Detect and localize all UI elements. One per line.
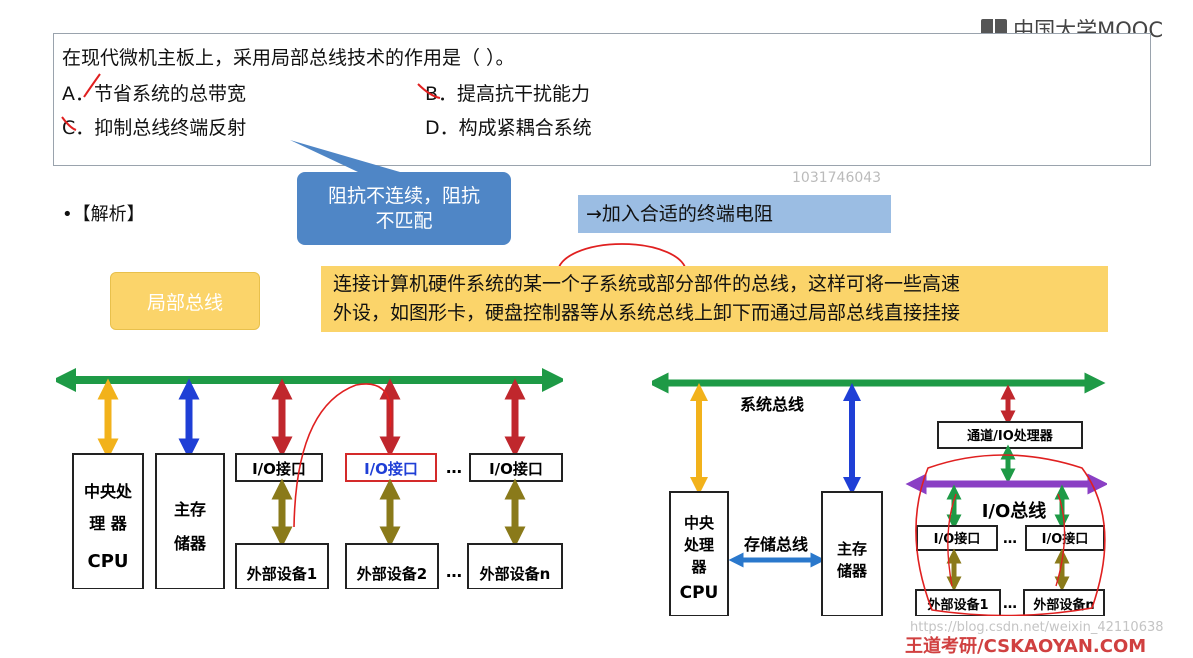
term-tag: 局部总线 (110, 272, 260, 330)
device-label-1: 外部设备1 (246, 565, 317, 583)
local-bus-diagram: 中央处 理 器 CPU 主存 储器 I/O接口 I/O接口 … I/O接口 外部… (52, 367, 566, 590)
io-interface-label-3: I/O接口 (489, 460, 543, 478)
handwritten-path (293, 383, 392, 528)
analysis-label: •【解析】 (62, 204, 145, 225)
ellipsis-io: … (446, 458, 462, 477)
option-b: B．提高抗干扰能力 (425, 83, 591, 105)
storage-bus-label: 存储总线 (744, 535, 808, 554)
channel-bus-diagram: 系统总线 通道/IO处理器 I/O总线 中央 处理 器 CPU 存储总线 主存 … (647, 372, 1109, 617)
cpu-right-label-4: CPU (680, 583, 719, 603)
watermark-brand: 王道考研/CSKAOYAN.COM (905, 636, 1147, 657)
device-right-label-1: 外部设备1 (926, 597, 988, 613)
device-box-2 (345, 543, 439, 590)
cpu-right-label-3: 器 (690, 558, 707, 576)
memory-box (155, 453, 225, 590)
io-interface-label-2: I/O接口 (364, 460, 418, 478)
highlight-circle-io-subsystem (915, 454, 1106, 617)
memory-label-2: 储器 (173, 534, 207, 553)
cpu-box-right (669, 491, 729, 617)
io-interface-box-1 (235, 453, 323, 482)
system-bus-label: 系统总线 (740, 395, 804, 414)
cpu-label-1: 中央处 (84, 482, 133, 501)
handwritten-strokes-right (947, 493, 1066, 587)
option-d: D．构成紧耦合系统 (425, 117, 592, 139)
cpu-label-3: CPU (87, 551, 128, 572)
watermark-url: https://blog.csdn.net/weixin_42110638 (910, 620, 1164, 635)
question-stem: 在现代微机主板上，采用局部总线技术的作用是（ ）。 (62, 47, 515, 69)
callout-line1: 阻抗不连续，阻抗 (327, 184, 480, 207)
question-box (53, 33, 1151, 166)
local-bus-diagram-svg: 中央处 理 器 CPU 主存 储器 I/O接口 I/O接口 … I/O接口 外部… (52, 368, 566, 590)
io-interface-label-1: I/O接口 (252, 460, 306, 478)
channel-label: 通道/IO处理器 (967, 428, 1054, 444)
callout-bubble: 阻抗不连续，阻抗 不匹配 (297, 172, 511, 245)
check-mark-a (83, 73, 101, 98)
device-label-3: 外部设备n (479, 565, 551, 583)
watermark-id: 1031746043 (792, 170, 882, 186)
ellipsis-device: … (446, 562, 462, 581)
cpu-box (72, 453, 144, 590)
option-a: A．节省系统的总带宽 (62, 83, 246, 105)
io-interface-right-label-1: I/O接口 (934, 531, 981, 547)
memory-box-right (821, 491, 883, 617)
callout-tail (290, 140, 400, 172)
device-right-label-2: 外部设备n (1032, 597, 1094, 613)
check-mark-b (417, 83, 441, 99)
definition-line2: 外设，如图形卡，硬盘控制器等从系统总线上卸下而通过局部总线直接挂接 (333, 302, 961, 324)
ellipsis-right-io: … (1003, 531, 1017, 547)
callout-line2: 不匹配 (375, 209, 433, 232)
channel-box (937, 421, 1083, 449)
channel-bus-diagram-svg: 系统总线 通道/IO处理器 I/O总线 中央 处理 器 CPU 存储总线 主存 … (647, 372, 1109, 617)
note-banner: →加入合适的终端电阻 (578, 195, 891, 233)
cpu-right-label-2: 处理 (683, 536, 714, 554)
memory-right-label-2: 储器 (837, 562, 868, 580)
cpu-label-2: 理 器 (89, 514, 128, 533)
io-bus-label: I/O总线 (982, 500, 1047, 522)
definition-box: 连接计算机硬件系统的某一个子系统或部分部件的总线，这样可将一些高速 外设，如图形… (321, 266, 1108, 332)
io-interface-box-3 (469, 453, 563, 482)
definition-line1: 连接计算机硬件系统的某一个子系统或部分部件的总线，这样可将一些高速 (333, 273, 961, 295)
check-mark-c (61, 116, 77, 131)
memory-right-label-1: 主存 (837, 540, 867, 558)
ellipsis-right-device: … (1003, 596, 1017, 612)
memory-label-1: 主存 (174, 500, 206, 519)
option-c: C．抑制总线终端反射 (62, 117, 247, 139)
device-label-2: 外部设备2 (356, 565, 427, 583)
cpu-right-label-1: 中央 (684, 514, 715, 532)
